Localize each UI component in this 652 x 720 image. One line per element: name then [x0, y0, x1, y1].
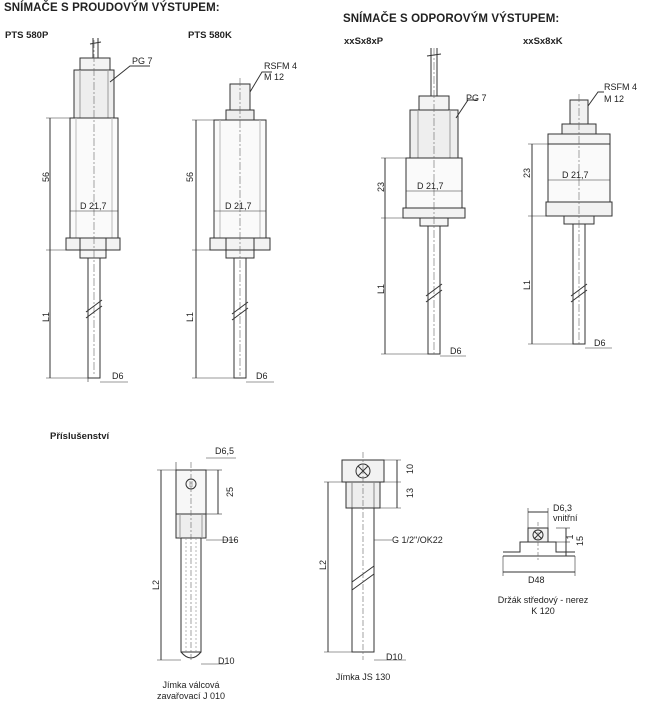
collar-dim: D16 [222, 535, 239, 545]
connector-label: PG 7 [132, 56, 153, 66]
height-dim: 15 [575, 536, 585, 547]
sensor-pts580p-drawing [46, 38, 150, 383]
sensor-name: PTS 580K [188, 30, 232, 41]
length-dim: L2 [318, 560, 328, 571]
width-dim: D48 [528, 575, 545, 585]
height-dim: 25 [225, 487, 235, 498]
header-accessories: Příslušenství [50, 431, 110, 442]
thread-label: M 12 [264, 72, 285, 82]
thermowell-j010-drawing [157, 457, 236, 665]
offset-dim: 1 [565, 534, 575, 540]
header-resistive-output: SNÍMAČE S ODPOROVÝM VÝSTUPEM: [343, 13, 560, 25]
thread-label: M 12 [604, 94, 625, 104]
sensor-xxsx8xk-drawing [528, 91, 613, 349]
height-dim: 23 [376, 182, 386, 193]
diameter-dim: D 21,7 [225, 201, 252, 211]
connector-label: PG 7 [466, 93, 487, 103]
length-dim: L1 [185, 312, 195, 323]
hole-dim: D6,3 [553, 503, 573, 513]
caption-j010: Jímka válcová zavařovací J 010 [136, 680, 246, 702]
tip-dim: D10 [386, 652, 403, 662]
tip-dim: D10 [218, 656, 235, 666]
sensor-pts580k-drawing [192, 71, 274, 383]
height-dim: 56 [185, 172, 195, 183]
diameter-dim: D 21,7 [417, 181, 444, 191]
connector-label: RSFM 4 [604, 82, 638, 92]
caption-line: zavařovací J 010 [156, 691, 226, 701]
connector-label: RSFM 4 [264, 61, 298, 71]
bracket-k120-drawing [502, 508, 576, 576]
caption-js130: Jímka JS 130 [335, 672, 391, 682]
height-dim: 23 [522, 168, 532, 179]
thermowell-js130-drawing [324, 452, 406, 661]
hole-sub: vnitřní [553, 513, 578, 523]
length-dim: L1 [376, 284, 386, 295]
head-dim: 10 [405, 464, 415, 475]
sensor-name: xxSx8xK [523, 36, 563, 47]
caption-line: Jímka válcová [162, 680, 220, 690]
sensor-xxsx8xp-drawing [381, 48, 478, 357]
header-current-output: SNÍMAČE S PROUDOVÝM VÝSTUPEM: [4, 2, 220, 14]
length-dim: L2 [151, 580, 161, 591]
probe-dim: D6 [112, 371, 124, 381]
thread-spec: G 1/2"/OK22 [392, 535, 443, 545]
height-dim: 56 [41, 172, 51, 183]
diameter-dim: D 21,7 [80, 201, 107, 211]
length-dim: L1 [41, 312, 51, 323]
thread-height-dim: 13 [405, 488, 415, 499]
sensor-name: xxSx8xP [344, 36, 384, 47]
sensor-name: PTS 580P [5, 30, 49, 41]
length-dim: L1 [522, 280, 532, 291]
caption-line: K 120 [531, 606, 555, 616]
probe-dim: D6 [450, 346, 462, 356]
diameter-dim: D 21,7 [562, 170, 589, 180]
probe-dim: D6 [256, 371, 268, 381]
caption-k120: Držák středový - nerez K 120 [488, 595, 598, 617]
caption-line: Držák středový - nerez [497, 595, 589, 605]
probe-dim: D6 [594, 338, 606, 348]
top-dim: D6,5 [215, 446, 235, 456]
